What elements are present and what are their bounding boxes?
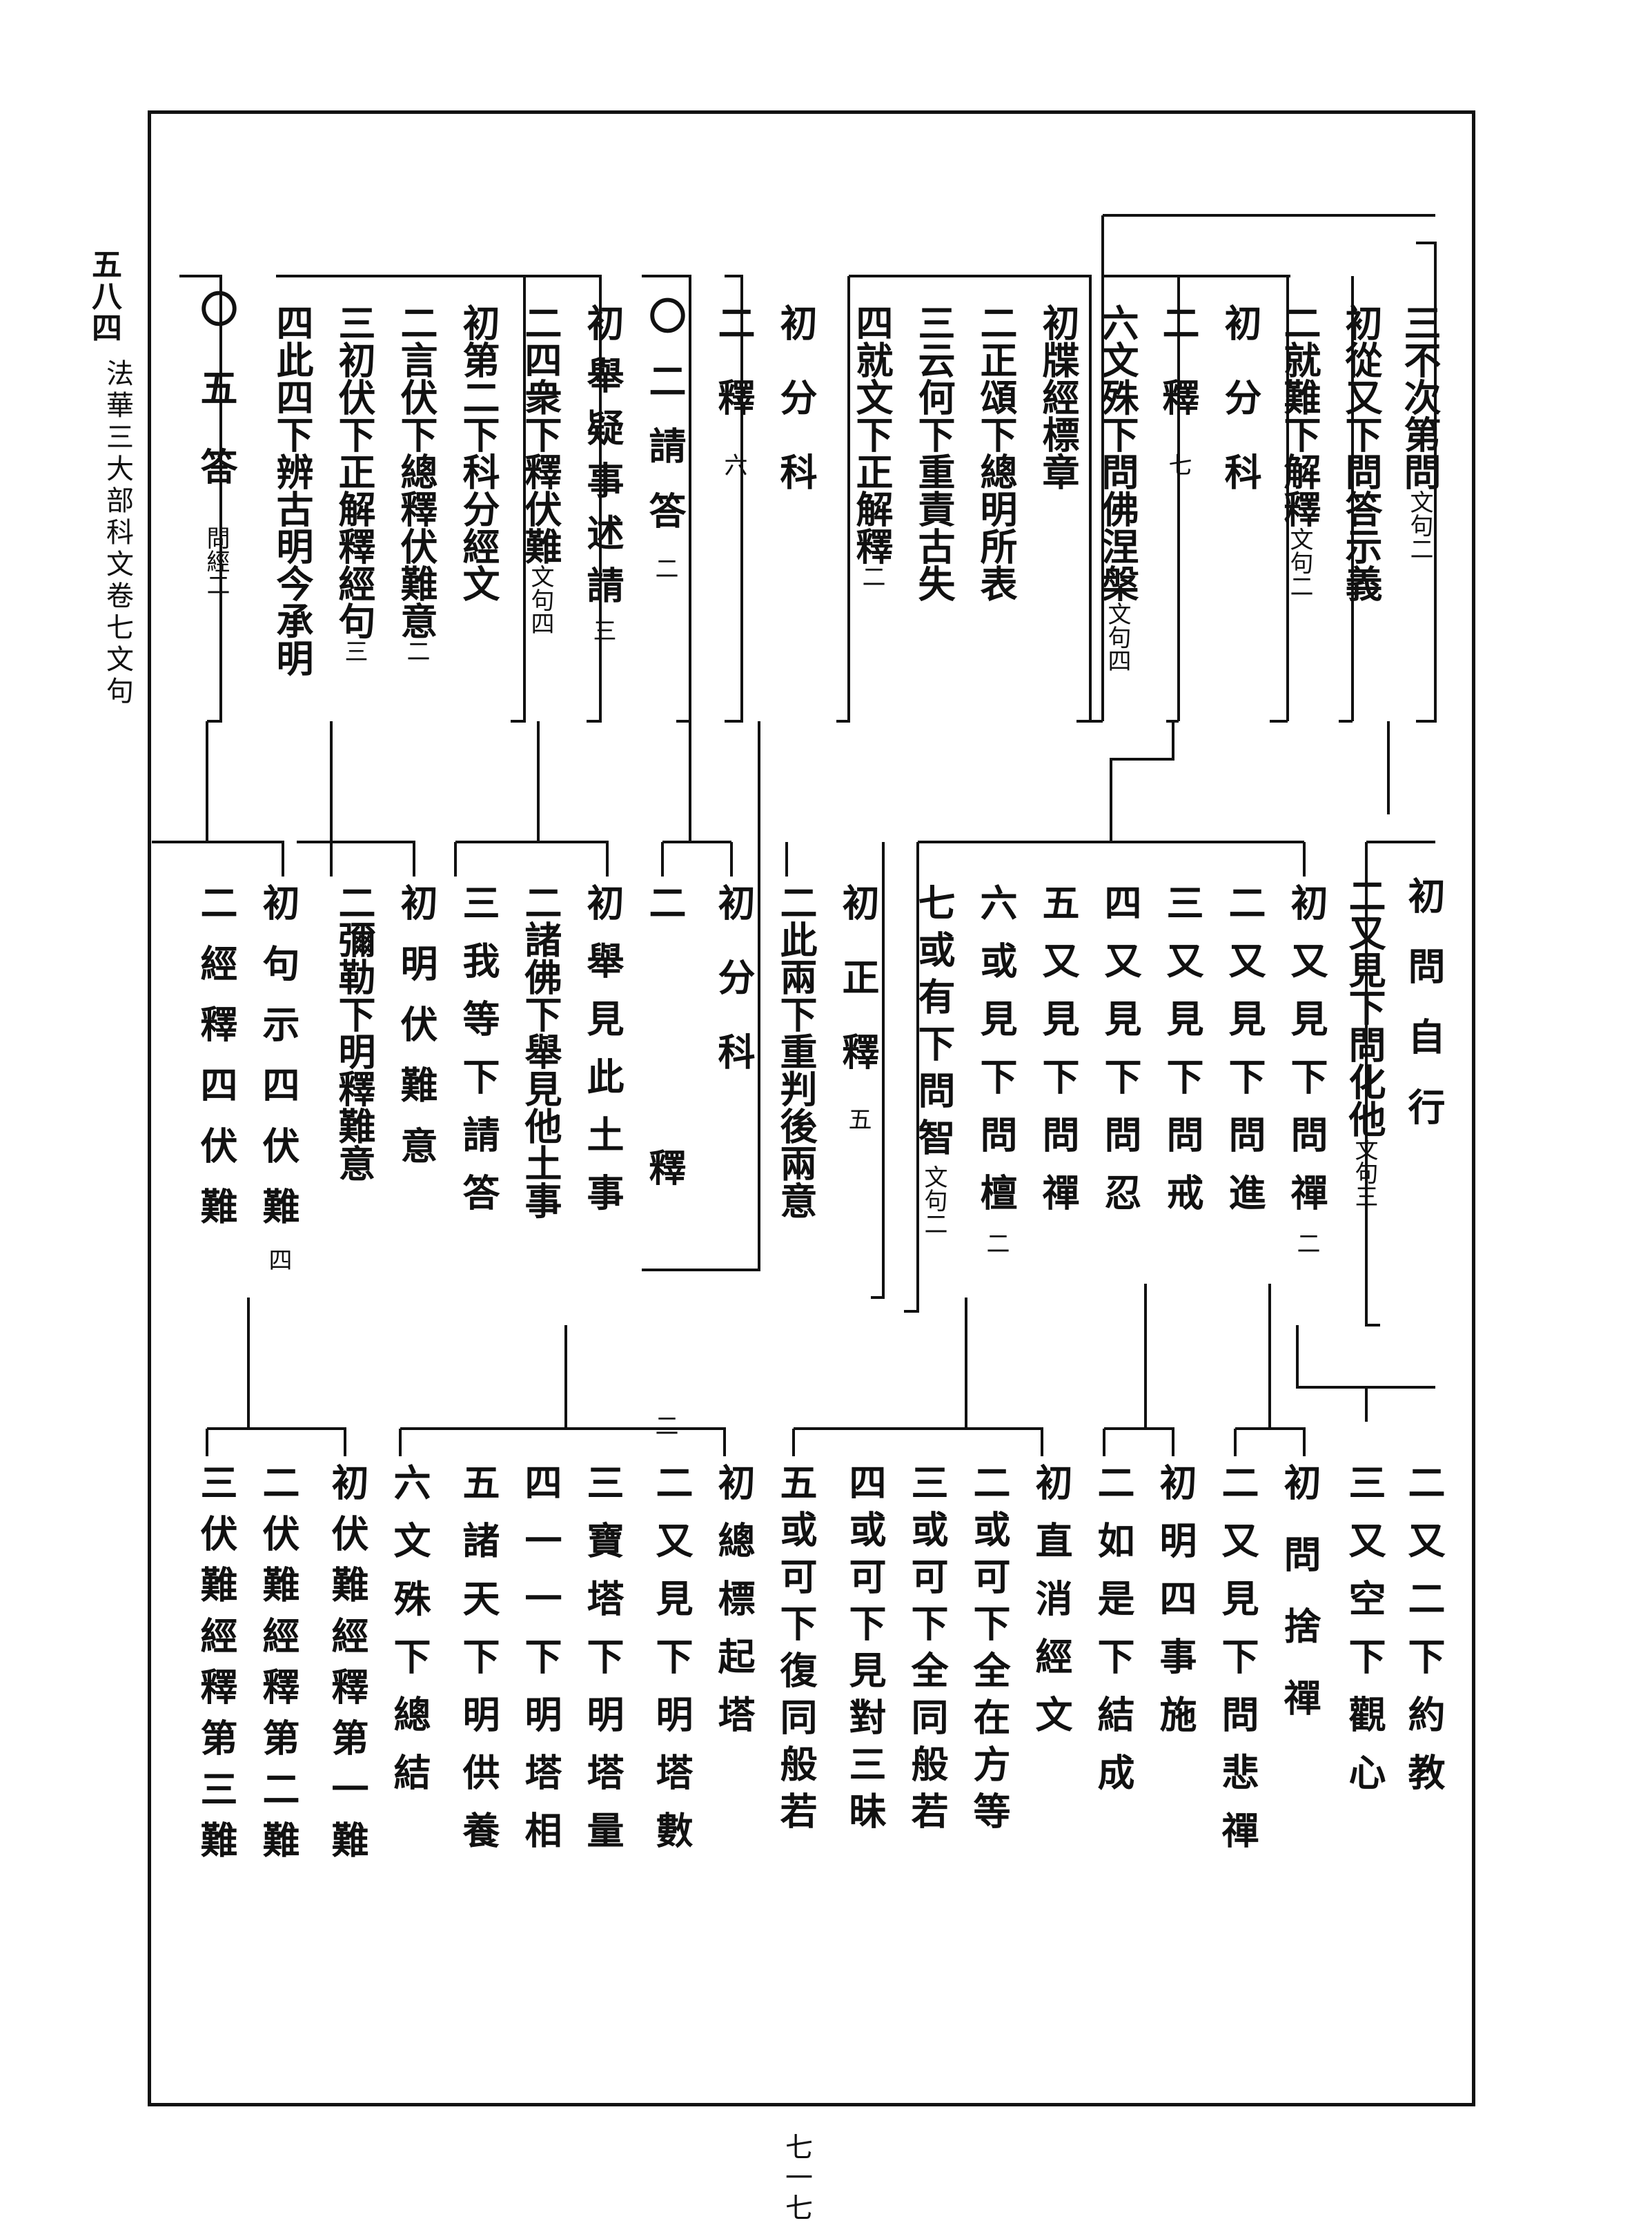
outline-item: 初分科 [1218, 304, 1262, 527]
outline-item: 三或可下全同般若 [905, 1463, 949, 1839]
outline-item: 二如是下結成 [1091, 1463, 1135, 1811]
outline-item: 初明四事施 [1153, 1463, 1197, 1753]
volume-label: 五八四 [86, 248, 121, 344]
outline-item: 初舉見此土事 [580, 883, 625, 1231]
outline-item: 初又見下問禪二 [1284, 883, 1328, 1255]
outline-item: 〇五答問經二 [194, 290, 238, 596]
outline-item: 初從又下問答示義 [1339, 304, 1383, 602]
outline-item: 初分科 [774, 304, 818, 527]
outline-item: 二此兩下重判後兩意 [774, 883, 818, 1219]
outline-item: 三不次第問文句二 [1397, 304, 1442, 560]
outline-item: 初明伏難意 [394, 883, 438, 1187]
outline-item: 初句示四伏難四 [256, 883, 300, 1271]
outline-item: 二彌勒下明釋難意 [332, 883, 376, 1182]
outline-item: 二四衆下釋伏難文句四 [518, 304, 562, 635]
outline-item: 二又見下問進 [1222, 883, 1266, 1231]
page-number: 七一七 [780, 2133, 812, 2224]
outline-item: 初分科 [711, 883, 756, 1107]
outline-item: 四此四下辨古明今承明 [270, 304, 314, 676]
outline-item: 初問自行 [1402, 877, 1446, 1158]
outline-item: 三伏難經釋第三難 [194, 1463, 238, 1872]
outline-item: 三又見下問戒 [1160, 883, 1204, 1231]
book-title: 法華三大部科文卷七文句 [101, 359, 133, 708]
outline-item: 四就文下正解釋二 [849, 304, 894, 588]
outline-item: 二言伏下總釋伏難意二 [394, 304, 438, 663]
outline-item: 三初伏下正解釋經句三 [332, 304, 376, 663]
outline-item: 初直消經文 [1029, 1463, 1073, 1753]
outline-item: 五諸天下明供養 [456, 1463, 500, 1869]
outline-item: 四或可下見對三昧 [843, 1463, 887, 1839]
outline-item: 四一一下明塔相 [518, 1463, 562, 1869]
outline-item: 五或可下復同般若 [774, 1463, 818, 1839]
outline-item: 二釋二 [642, 883, 687, 1437]
outline-item: 三云何下重責古失 [912, 304, 956, 602]
outline-item: 二又見下問化他文句三 [1342, 877, 1386, 1208]
outline-item: 初舉疑事述請三 [580, 304, 625, 642]
outline-item: 初正釋五 [836, 883, 880, 1130]
outline-item: 四又見下問忍 [1098, 883, 1142, 1231]
outline-item: 五又見下問禪 [1036, 883, 1080, 1231]
outline-item: 二又見下問悲禪 [1215, 1463, 1259, 1869]
outline-item: 二就難下解釋文句二 [1277, 304, 1321, 598]
outline-item: 三我等下請答 [456, 883, 500, 1231]
outline-item: 二又二下約教 [1402, 1463, 1446, 1811]
outline-item: 〇二請答二 [642, 297, 687, 580]
outline-item: 六文殊下總結 [387, 1463, 431, 1811]
outline-item: 初伏難經釋第一難 [325, 1463, 369, 1872]
outline-item: 初牒經標章 [1036, 304, 1080, 490]
outline-item: 二釋七 [1156, 304, 1200, 476]
outline-item: 二釋六 [711, 304, 756, 476]
outline-item: 二又見下明塔數 [649, 1463, 694, 1869]
page-frame [148, 110, 1475, 2106]
outline-item: 三寶塔下明塔量 [580, 1463, 625, 1869]
outline-item: 二或可下全在方等 [967, 1463, 1011, 1839]
outline-item: 二伏難經釋第二難 [256, 1463, 300, 1872]
outline-item: 六或見下問檀二 [974, 883, 1018, 1255]
outline-item: 二諸佛下舉見他土事 [518, 883, 562, 1219]
outline-item: 六文殊下問佛涅槃文句四 [1095, 304, 1139, 672]
outline-item: 二正頌下總明所表 [974, 304, 1018, 602]
outline-item: 二經釋四伏難 [194, 883, 238, 1248]
outline-item: 初第二下科分經文 [456, 304, 500, 602]
outline-item: 初總標起塔 [711, 1463, 756, 1753]
outline-item: 三又空下觀心 [1342, 1463, 1386, 1811]
outline-item: 七或有下問智文句二 [912, 883, 956, 1235]
outline-item: 初問捨禪 [1277, 1463, 1321, 1750]
